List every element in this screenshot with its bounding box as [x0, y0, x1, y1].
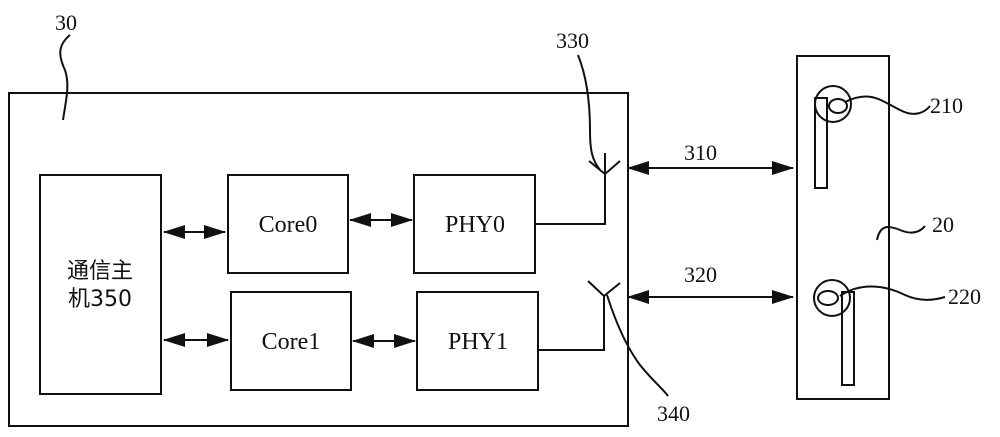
host-label-line1: 通信主 — [67, 259, 133, 284]
phy0-feed-line — [535, 174, 606, 225]
device-30-box — [8, 92, 629, 427]
element-210-inner-loop — [828, 98, 848, 114]
element-210-bar — [814, 97, 828, 189]
label-330: 330 — [556, 28, 589, 53]
host-350-box — [39, 174, 162, 395]
antenna-340-icon — [587, 280, 621, 297]
phy1-box — [416, 291, 539, 391]
phy0-label: PHY0 — [445, 212, 505, 238]
element-220-inner-loop — [817, 290, 839, 306]
leader-20 — [876, 225, 926, 241]
phy1-feed-line — [538, 296, 605, 351]
label-320: 320 — [684, 262, 717, 287]
host-label-line2: 机350 — [68, 287, 132, 312]
core0-label: Core0 — [259, 212, 318, 238]
core0-box — [227, 174, 349, 274]
label-30: 30 — [55, 10, 77, 35]
label-340: 340 — [657, 401, 690, 426]
leader-330 — [577, 54, 601, 171]
leader-210 — [844, 95, 931, 115]
phy1-label: PHY1 — [448, 329, 508, 355]
label-310: 310 — [684, 140, 717, 165]
leader-30 — [59, 34, 71, 121]
label-220: 220 — [948, 284, 981, 309]
core1-box — [230, 291, 352, 391]
leader-340 — [606, 294, 669, 397]
leader-220 — [839, 285, 946, 301]
element-210-circle — [814, 85, 852, 123]
label-210: 210 — [930, 93, 963, 118]
core1-label: Core1 — [262, 329, 321, 355]
label-20: 20 — [932, 212, 954, 237]
element-220-circle — [813, 279, 851, 317]
